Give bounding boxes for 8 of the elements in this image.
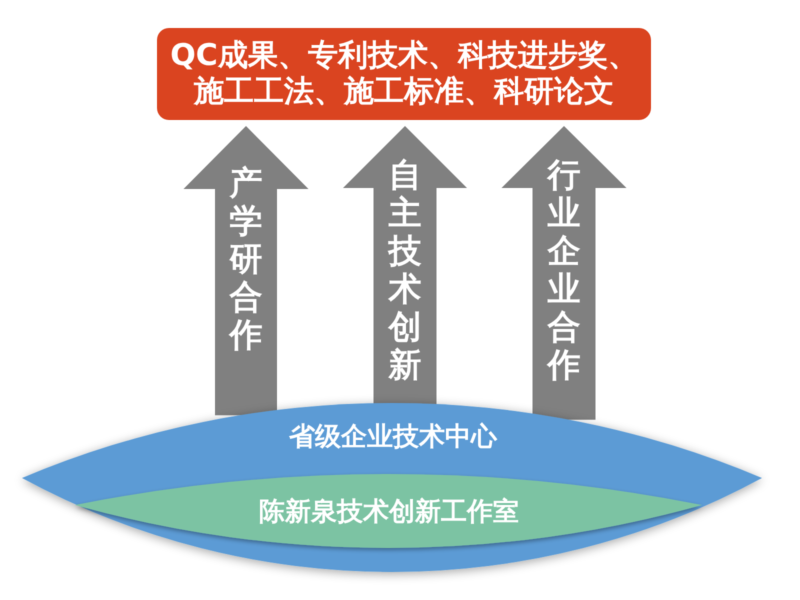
arrow (343, 126, 467, 404)
arrow (184, 126, 308, 416)
arrow (502, 126, 626, 420)
arrow-label: 产学研合作 (229, 164, 263, 354)
ellipse-label: 省级企业技术中心 (289, 422, 497, 452)
outcome-box: QC成果、专利技术、科技进步奖、施工工法、施工标准、科研论文 (157, 28, 651, 120)
arrow-label: 自主技术创新 (388, 156, 422, 384)
arrow-label: 行业企业合作 (547, 156, 581, 384)
